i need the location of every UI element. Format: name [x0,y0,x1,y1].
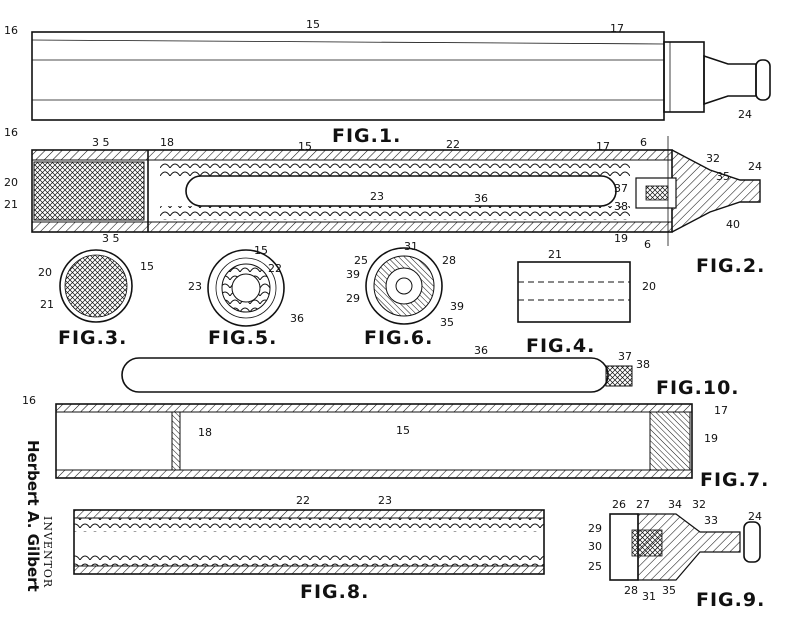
ref-21-label: 21 [4,198,18,211]
figure-4-label: FIG.4. [526,335,595,357]
ref-16-fig7-label: 16 [22,394,36,407]
figure-5-cross-section: 15 22 23 36 FIG.5. [188,244,304,349]
figure-3-cross-section: 20 21 15 FIG.3. [38,249,154,349]
figure-2-label: FIG.2. [696,255,765,277]
inventor-block: Herbert A. Gilbert INVENTOR [24,440,54,592]
inventor-role: INVENTOR [41,516,54,588]
ref-20-fig4-label: 20 [642,280,656,293]
figure-9-label: FIG.9. [696,589,765,611]
ref-15-fig5-label: 15 [254,244,268,257]
ref-35-label: 35 [716,170,730,183]
ref-20-label: 20 [4,176,18,189]
ref-24-fig9-label: 24 [748,510,762,523]
ref-25-label: 25 [354,254,368,267]
figure-8-label: FIG.8. [300,581,369,603]
ref-25-fig9-label: 25 [588,560,602,573]
ref-22-fig8-label: 22 [296,494,310,507]
ref-30-label: 30 [588,540,602,553]
figure-6-label: FIG.6. [364,327,433,349]
figure-7-outer-tube-section: 16 18 15 17 19 FIG.7. [22,394,769,491]
ref-17-fig2-label: 17 [596,140,610,153]
figure-10-label: FIG.10. [656,377,740,399]
ref-18-label: 18 [160,136,174,149]
ref-31-fig9-label: 31 [642,590,656,603]
ref-15-label: 15 [306,18,320,31]
ref-39-right-label: 39 [450,300,464,313]
ref-37-fig10-label: 37 [618,350,632,363]
inventor-name: Herbert A. Gilbert [24,440,42,592]
figure-1-exterior-view: 15 16 17 24 FIG.1. [4,18,771,147]
ref-18-fig7-label: 18 [198,426,212,439]
figure-7-label: FIG.7. [700,469,769,491]
figure-5-label: FIG.5. [208,327,277,349]
section-3-5-top-label: 3 5 [92,136,110,149]
ref-21-fig4-label: 21 [548,248,562,261]
ref-38-fig10-label: 38 [636,358,650,371]
ref-26-label: 26 [612,498,626,511]
ref-32-label: 32 [706,152,720,165]
ref-15-fig7-label: 15 [396,424,410,437]
ref-19-label: 19 [614,232,628,245]
ref-31-label: 31 [404,240,418,253]
ref-22-fig5-label: 22 [268,262,282,275]
ref-33-label: 33 [704,514,718,527]
ref-22-label: 22 [446,138,460,151]
figure-2-section-view: 16 3 5 18 15 22 17 6 32 24 35 37 38 40 2… [4,126,765,277]
ref-19-fig7-label: 19 [704,432,718,445]
ref-24-fig2-label: 24 [748,160,762,173]
ref-29-fig9-label: 29 [588,522,602,535]
figure-3-label: FIG.3. [58,327,127,349]
ref-28-fig9-label: 28 [624,584,638,597]
ref-36-fig10-label: 36 [474,344,488,357]
ref-15-fig3-label: 15 [140,260,154,273]
ref-24-label: 24 [738,108,752,121]
ref-23-fig5-label: 23 [188,280,202,293]
ref-36-label: 36 [474,192,488,205]
ref-15-fig2-label: 15 [298,140,312,153]
ref-17-fig7-label: 17 [714,404,728,417]
ref-28-label: 28 [442,254,456,267]
ref-20-fig3-label: 20 [38,266,52,279]
ref-34-label: 34 [668,498,682,511]
ref-40-label: 40 [726,218,740,231]
ref-29-label: 29 [346,292,360,305]
ref-35-fig6-label: 35 [440,316,454,329]
ref-21-fig3-label: 21 [40,298,54,311]
ref-39-left-label: 39 [346,268,360,281]
figure-4-filter-element: 21 20 FIG.4. [517,248,656,357]
ref-35-fig9-label: 35 [662,584,676,597]
figure-9-mouthpiece-detail: 26 27 34 32 24 33 29 30 25 28 31 35 FIG.… [588,498,765,611]
figure-1-label: FIG.1. [332,125,401,147]
ref-23-label: 23 [370,190,384,203]
figure-8-tube-wall-section: 22 23 FIG.8. [73,494,545,603]
ref-16-label: 16 [4,24,18,37]
ref-32-fig9-label: 32 [692,498,706,511]
section-6-bottom-label: 6 [644,238,651,251]
ref-38-label: 38 [614,200,628,213]
figure-6-cross-section: 31 25 28 39 29 39 35 FIG.6. [346,240,464,349]
ref-37-label: 37 [614,182,628,195]
section-6-top-label: 6 [640,136,647,149]
section-3-5-bottom-label: 3 5 [102,232,120,245]
ref-27-label: 27 [636,498,650,511]
ref-36-fig5-label: 36 [290,312,304,325]
ref-16-fig2-label: 16 [4,126,18,139]
ref-17-label: 17 [610,22,624,35]
ref-23-fig8-label: 23 [378,494,392,507]
figure-10-inner-tube: 36 37 38 FIG.10. [121,344,740,399]
